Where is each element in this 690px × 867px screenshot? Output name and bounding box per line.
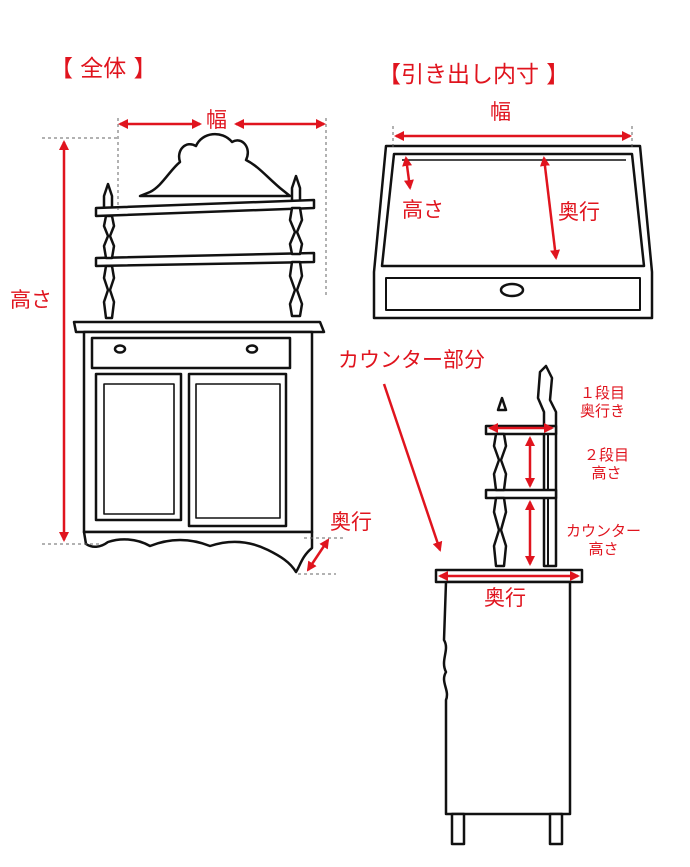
right-upper-post bbox=[288, 206, 304, 256]
label-counter-depth: 奥行 bbox=[484, 586, 526, 610]
cabinet-guides bbox=[42, 118, 346, 575]
depth-arrow bbox=[306, 538, 330, 572]
carved-base bbox=[82, 530, 314, 574]
label-drawer-depth: 奥行 bbox=[558, 200, 600, 224]
label-drawer-height: 高さ bbox=[402, 198, 444, 222]
right-door bbox=[187, 372, 288, 528]
drawer-pull bbox=[499, 282, 525, 298]
left-upper-post bbox=[102, 214, 116, 260]
top-shelf bbox=[94, 198, 316, 218]
counter-pointer-arrow bbox=[382, 383, 443, 552]
label-depth: 奥行 bbox=[330, 510, 372, 534]
drawer-knob-left bbox=[113, 344, 127, 354]
label-shelf1-depth: １段目 奥行き bbox=[580, 384, 626, 420]
counter-dimension-arrows bbox=[438, 423, 580, 581]
side-post-upper bbox=[492, 432, 508, 492]
drawer-dimension-arrows bbox=[394, 131, 632, 260]
cabinet-drawer bbox=[90, 336, 292, 370]
side-body bbox=[442, 580, 572, 816]
label-counter-height: カウンター 高さ bbox=[566, 522, 642, 558]
drawer-knob-right bbox=[245, 344, 259, 354]
drawer-inner bbox=[380, 152, 646, 268]
side-leg-front bbox=[450, 812, 466, 846]
cabinet-dimension-arrows bbox=[59, 119, 330, 572]
side-post-lower bbox=[492, 496, 508, 568]
counter-top bbox=[72, 320, 326, 334]
section-title-drawer: 【引き出し内寸 】 bbox=[378, 62, 570, 88]
left-door bbox=[94, 372, 183, 522]
drawer-height-arrow bbox=[402, 156, 414, 190]
label-height: 高さ bbox=[10, 288, 52, 312]
section-title-whole: 【 全体 】 bbox=[50, 56, 157, 82]
label-counter-part: カウンター部分 bbox=[338, 348, 485, 372]
cabinet-whole-illustration bbox=[72, 133, 326, 574]
cabinet-crest bbox=[138, 133, 292, 198]
side-middle-shelf bbox=[484, 488, 558, 500]
drawer-guides bbox=[392, 126, 633, 150]
right-lower-post bbox=[288, 260, 304, 318]
middle-shelf bbox=[94, 251, 316, 268]
label-width: 幅 bbox=[206, 108, 227, 132]
label-drawer-width: 幅 bbox=[490, 100, 511, 124]
left-lower-post bbox=[102, 264, 116, 320]
label-shelf2-height: ２段目 高さ bbox=[584, 446, 630, 482]
drawer-depth-arrow bbox=[539, 156, 561, 260]
drawer-illustration bbox=[372, 144, 654, 320]
left-finial bbox=[102, 182, 114, 212]
side-leg-back bbox=[548, 812, 564, 846]
